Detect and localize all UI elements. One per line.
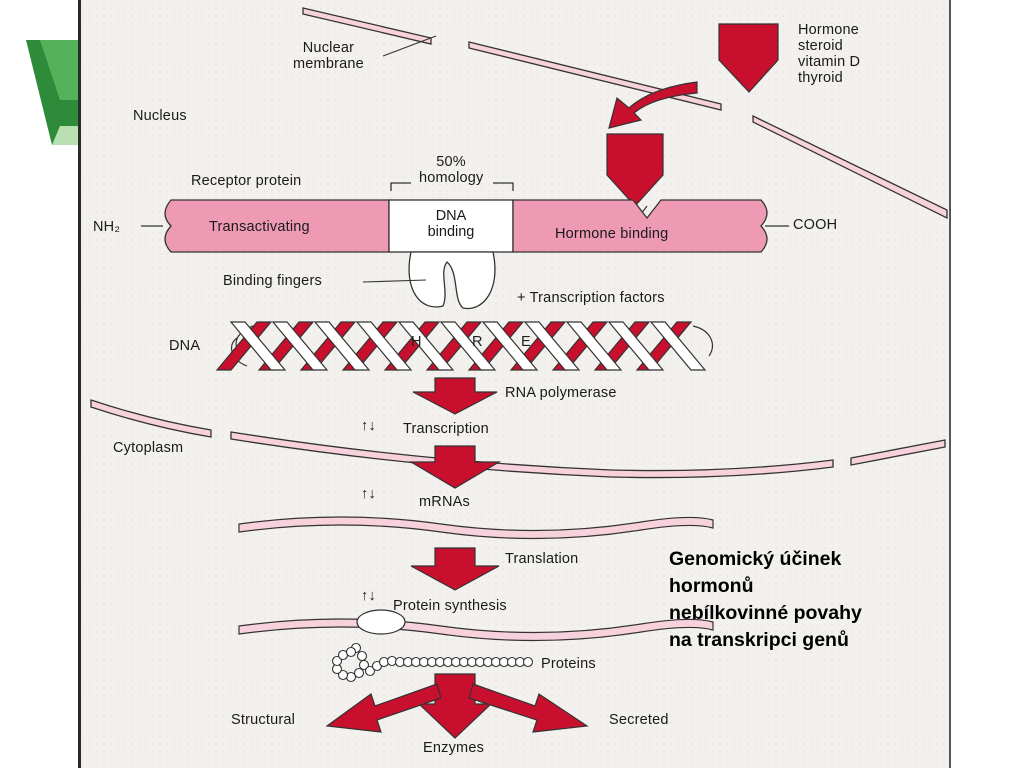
- hre-h-label: H: [411, 334, 422, 350]
- secreted-label: Secreted: [609, 712, 669, 728]
- hre-e-label: E: [521, 334, 531, 350]
- dna-label: DNA: [169, 338, 201, 354]
- dna-helix: [215, 321, 714, 371]
- receptor-protein-label: Receptor protein: [191, 173, 302, 189]
- updown-icon-2: ↑↓: [361, 486, 376, 502]
- hre-r-label: R: [472, 334, 483, 350]
- caption-line-1: Genomický účinek: [669, 548, 842, 570]
- caption-line-3: nebílkovinné povahy: [669, 602, 862, 624]
- hormone-binding-label: Hormone binding: [555, 226, 669, 242]
- protein-synthesis-label: Protein synthesis: [393, 598, 507, 614]
- cooh-label: COOH: [793, 217, 838, 233]
- slide-caption: Genomický účinek hormonů nebílkovinné po…: [669, 546, 959, 654]
- transactivating-label: Transactivating: [209, 219, 310, 235]
- homology-label: 50%homology: [419, 154, 484, 186]
- rna-polymerase-label: RNA polymerase: [505, 385, 617, 401]
- ribosome: [356, 609, 406, 635]
- nucleus-label: Nucleus: [133, 108, 187, 124]
- proteins-label: Proteins: [541, 656, 596, 672]
- cytoplasm-label: Cytoplasm: [113, 440, 184, 456]
- diagram-graphics: [81, 0, 949, 768]
- updown-icon-1: ↑↓: [361, 418, 376, 434]
- binding-fingers-label: Binding fingers: [223, 273, 322, 289]
- hormone-arrows: [606, 23, 779, 207]
- translation-label: Translation: [505, 551, 579, 567]
- nuclear-membrane-bottom: [90, 399, 946, 479]
- flow-arrows: [408, 377, 502, 591]
- mrnas-label: mRNAs: [419, 494, 470, 510]
- nh2-label: NH₂: [93, 219, 121, 235]
- structural-label: Structural: [231, 712, 296, 728]
- caption-line-4: na transkripci genů: [669, 629, 849, 651]
- caption-line-2: hormonů: [669, 575, 754, 597]
- protein-chain: [331, 642, 534, 683]
- updown-icon-3: ↑↓: [361, 588, 376, 604]
- transcription-factors-label: + Transcription factors: [517, 290, 665, 306]
- enzymes-label: Enzymes: [423, 740, 485, 756]
- slide-logo: [26, 40, 90, 145]
- receptor-protein: [164, 199, 768, 310]
- destination-arrows: [325, 673, 589, 739]
- transcription-label: Transcription: [403, 421, 489, 437]
